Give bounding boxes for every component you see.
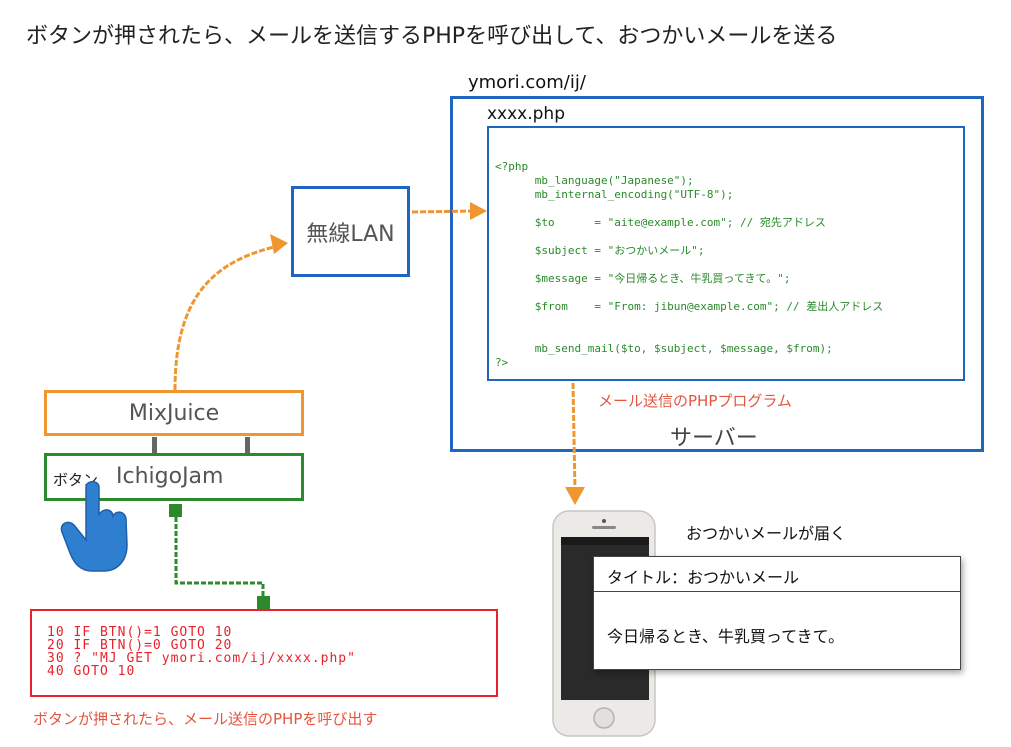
php-code: <?php mb_language("Japanese"); mb_intern…: [495, 160, 884, 369]
ichigojam-box: [44, 453, 304, 501]
green-connector-bottom: [257, 596, 270, 609]
green-connector-line: [174, 517, 265, 596]
php-file-name: xxxx.php: [487, 104, 566, 124]
lan-to-server-arrowhead: [470, 202, 487, 220]
connector-pin-left: [152, 437, 157, 453]
lan-to-server-arrow: [411, 209, 479, 214]
php-program-label: メール送信のPHPプログラム: [598, 392, 792, 410]
mail-caption: おつかいメールが届く: [686, 524, 847, 543]
mail-body: 今日帰るとき、牛乳買ってきて。: [607, 627, 845, 646]
server-to-phone-arrow: [571, 382, 577, 493]
basic-code: 10 IF BTN()=1 GOTO 10 20 IF BTN()=0 GOTO…: [47, 625, 356, 679]
mail-card: タイトル：おつかいメール 今日帰るとき、牛乳買ってきて。: [593, 556, 961, 670]
green-connector-top: [169, 504, 182, 517]
basic-caption: ボタンが押されたら、メール送信のPHPを呼び出す: [33, 710, 378, 728]
ichigojam-label: IchigoJam: [116, 464, 224, 489]
server-url: ymori.com/ij/: [468, 72, 586, 93]
connector-pin-right: [245, 437, 250, 453]
page-title: ボタンが押されたら、メールを送信するPHPを呼び出して、おつかいメールを送る: [26, 24, 838, 49]
mixjuice-to-lan-arrowhead: [270, 234, 288, 254]
mixjuice-to-lan-arrow: [173, 243, 284, 391]
pointing-hand-icon: [60, 481, 128, 572]
server-box: [450, 96, 984, 452]
mixjuice-label: MixJuice: [128, 400, 220, 426]
basic-code-box: [30, 609, 498, 697]
wireless-lan-label: 無線LAN: [306, 221, 395, 247]
php-code-box: [487, 126, 965, 381]
wireless-lan-box: 無線LAN: [291, 186, 410, 277]
server-to-phone-arrowhead: [565, 487, 585, 505]
mail-title: タイトル：おつかいメール: [594, 557, 960, 592]
mixjuice-box: MixJuice: [44, 390, 304, 436]
server-label: サーバー: [670, 426, 758, 451]
